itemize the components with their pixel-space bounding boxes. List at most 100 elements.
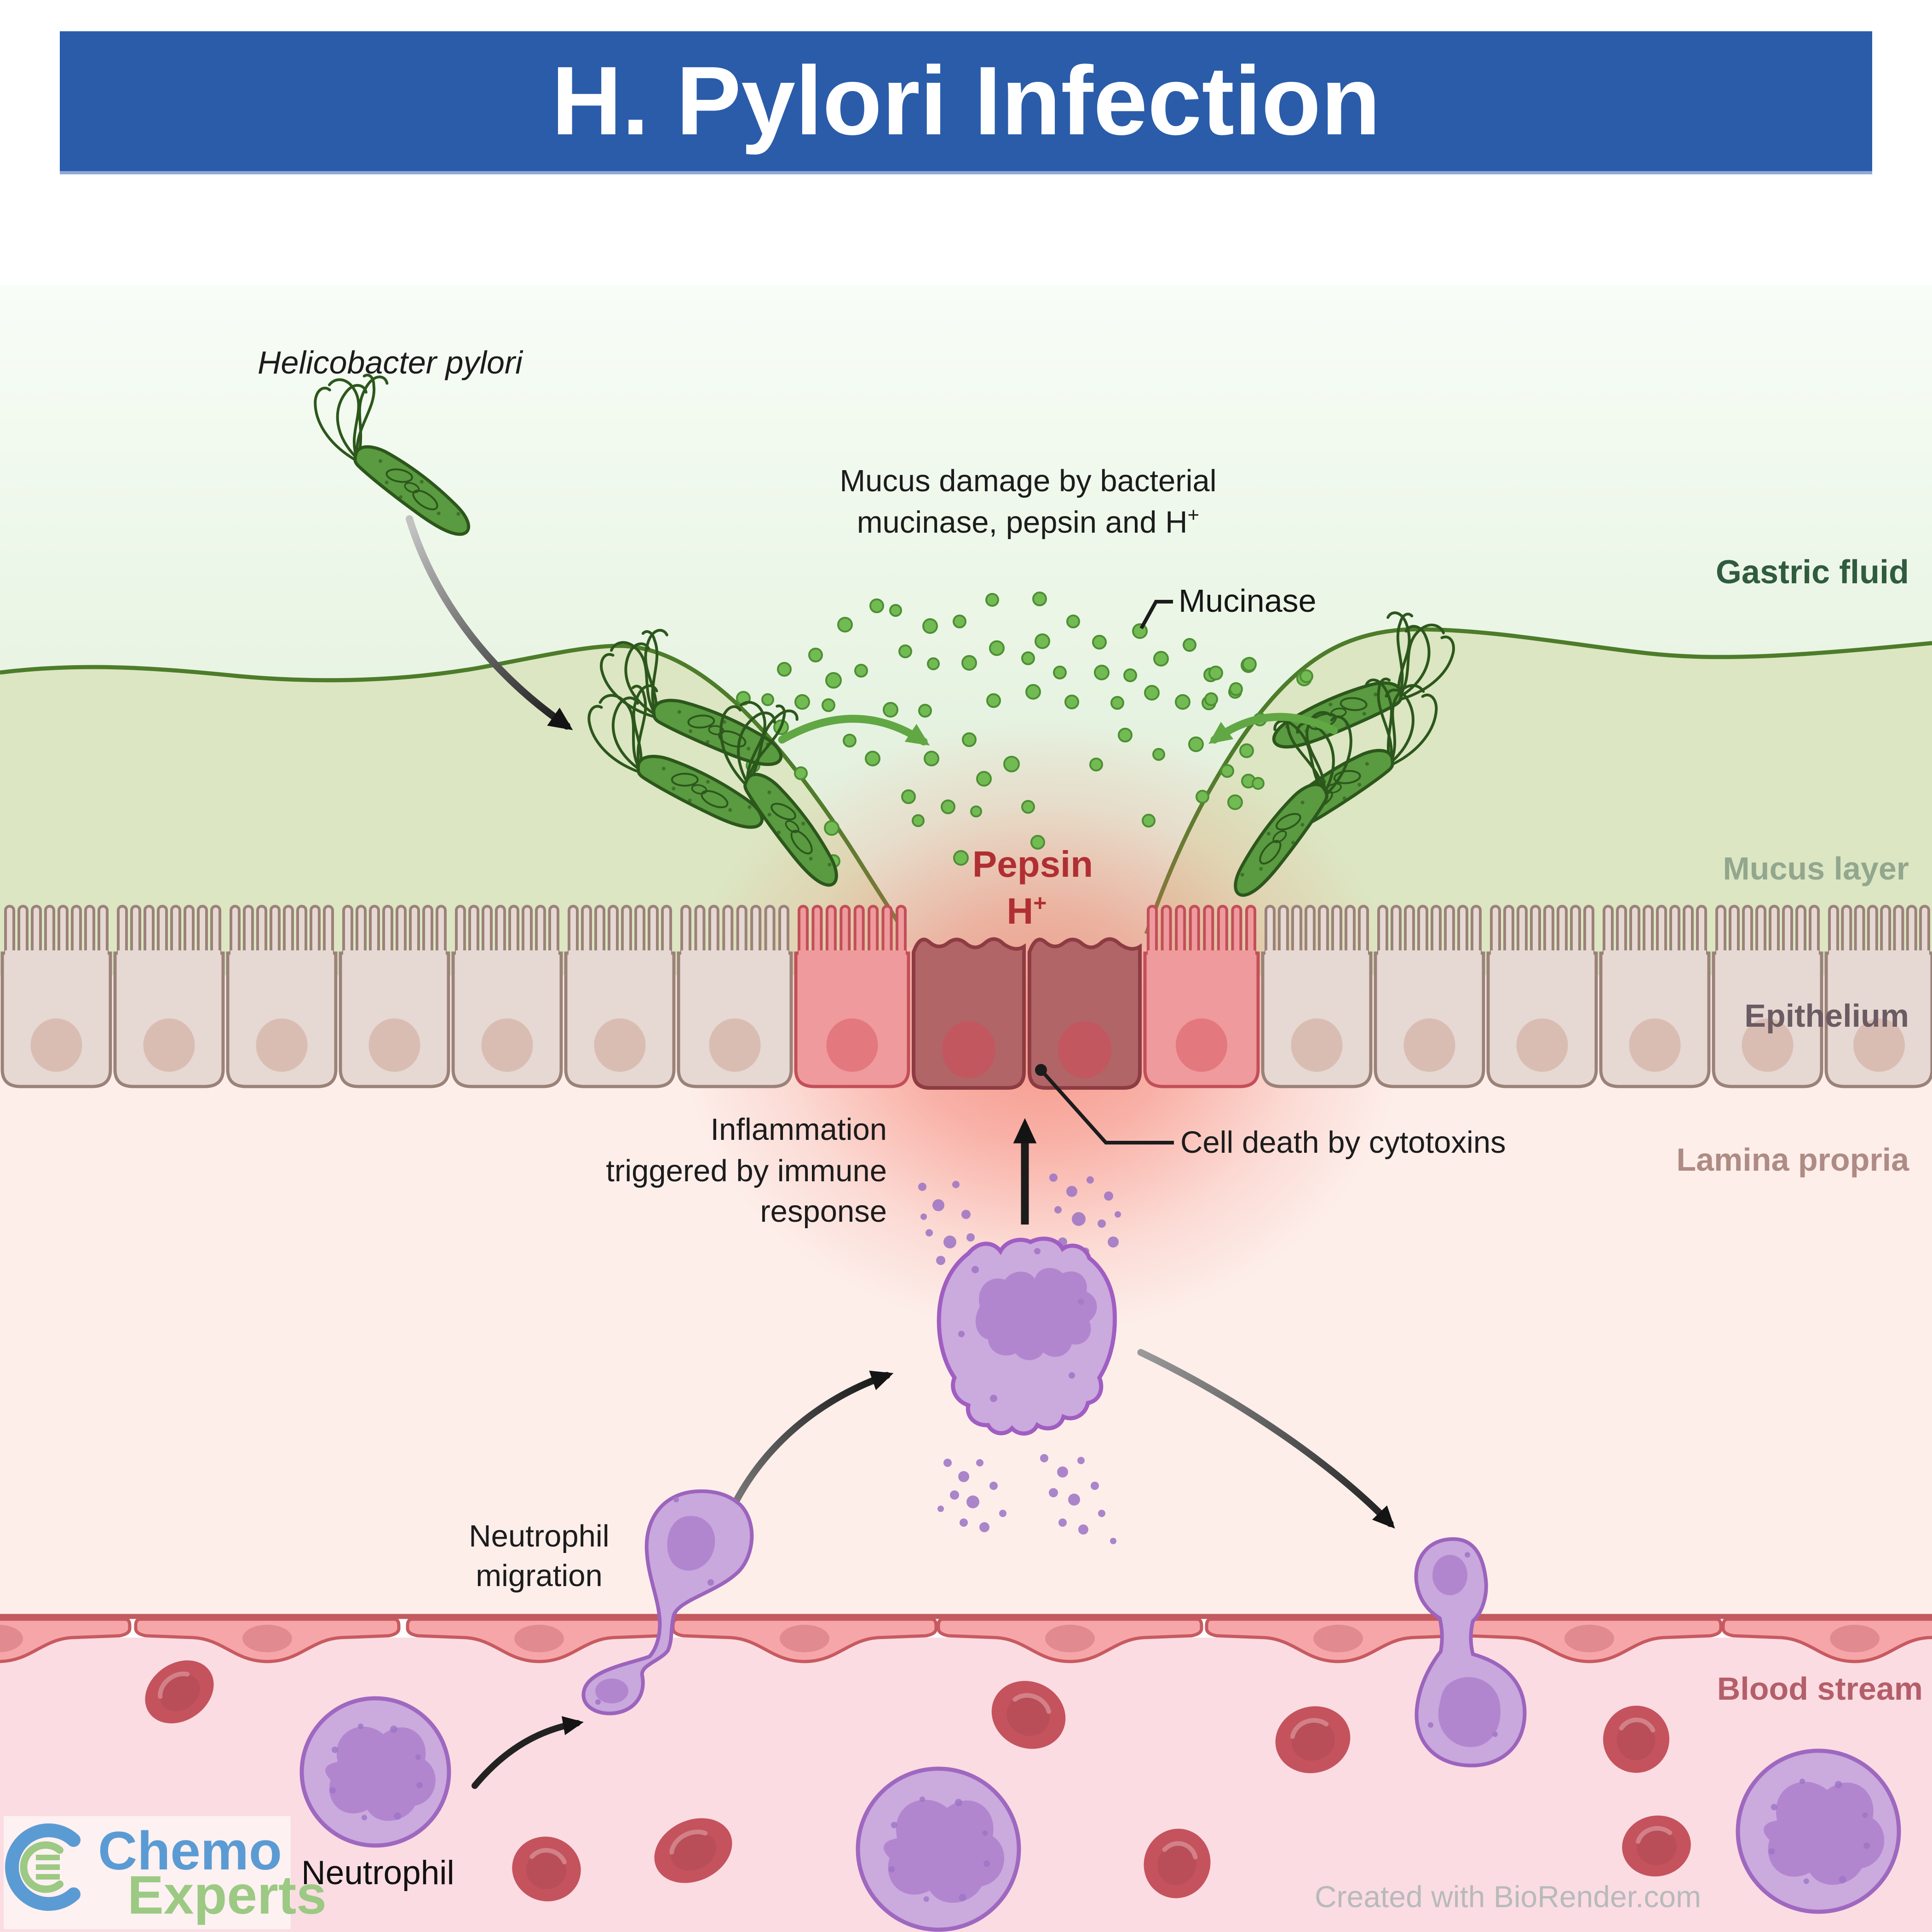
microvilli — [1795, 905, 1806, 957]
microvilli — [1331, 905, 1342, 957]
pepsin-label: Pepsin — [972, 844, 1093, 885]
mucinase-dot — [941, 799, 955, 814]
microvilli — [468, 905, 479, 957]
page-title: H. Pylori Infection — [552, 46, 1380, 155]
cytokine-speckle — [966, 1233, 975, 1242]
microvilli — [778, 905, 789, 957]
mucinase-spread-arrow-left — [778, 715, 930, 746]
microvilli — [811, 905, 823, 957]
epithelial-cell — [1486, 905, 1598, 1088]
microvilli — [1189, 905, 1200, 957]
microvilli — [1696, 905, 1707, 957]
mucinase-leader-line — [1139, 600, 1173, 629]
title-banner-underline — [60, 171, 1872, 174]
microvilli — [310, 905, 321, 957]
red-blood-cells-layer — [145, 1660, 1691, 1902]
cytokine-speckle — [943, 1459, 952, 1467]
microvilli — [1490, 905, 1501, 957]
microvilli — [840, 905, 851, 957]
microvilli — [44, 905, 55, 957]
endothelial-cell — [134, 1617, 401, 1663]
migrating-neutrophil-left — [581, 1489, 754, 1715]
microvilli — [1769, 905, 1780, 957]
microvilli — [117, 905, 128, 957]
microvilli — [736, 905, 748, 957]
mucinase-dots-layer — [736, 592, 1313, 868]
microvilli — [522, 905, 533, 957]
microvilli — [1543, 905, 1554, 957]
cytokine-speckle — [952, 1181, 960, 1188]
microvilli — [270, 905, 281, 957]
mucinase-dot — [1025, 684, 1041, 700]
microvilli — [1457, 905, 1468, 957]
microvilli — [1656, 905, 1667, 957]
microvilli — [1616, 905, 1627, 957]
microvilli — [568, 905, 579, 957]
mucinase-dot — [854, 664, 868, 678]
mucinase-dot — [922, 618, 938, 634]
microvilli — [409, 905, 420, 957]
red-blood-cell — [1275, 1706, 1351, 1773]
microvilli — [750, 905, 762, 957]
mucinase-dot — [1032, 592, 1047, 606]
cytokine-speckle — [920, 1213, 927, 1220]
microvilli — [323, 905, 334, 957]
microvilli — [1217, 905, 1228, 957]
dying-epithelial-cell — [1028, 937, 1142, 1090]
mucinase-dot — [1208, 666, 1223, 680]
microvilli — [1742, 905, 1753, 957]
cell-nucleus — [1403, 1018, 1455, 1072]
mucinase-dot — [1142, 814, 1156, 828]
microvilli — [1867, 905, 1878, 957]
mucinase-dot — [912, 814, 925, 827]
cell-nucleus — [256, 1018, 308, 1072]
red-blood-cell — [1622, 1815, 1691, 1877]
cell-nucleus — [594, 1018, 646, 1072]
microvilli — [1417, 905, 1428, 957]
mucinase-dot — [843, 734, 857, 748]
neutrophil-label: Neutrophil — [301, 1854, 454, 1892]
mucinase-dot — [1300, 669, 1313, 683]
mucinase-dot — [825, 672, 842, 689]
epithelium-label: Epithelium — [1744, 998, 1909, 1034]
mucinase-dot — [1035, 633, 1050, 649]
microvilli — [356, 905, 367, 957]
microvilli — [1530, 905, 1541, 957]
cytokine-speckle — [989, 1482, 998, 1490]
mucinase-dot — [1229, 682, 1243, 696]
mucinase-dot — [794, 766, 808, 780]
microvilli — [157, 905, 168, 957]
mucinase-dot — [1089, 758, 1103, 771]
h-pylori-bacterium — [1272, 611, 1455, 749]
microvilli — [1683, 905, 1694, 957]
epithelial-cell — [0, 905, 112, 1088]
microvilli — [422, 905, 433, 957]
mucinase-dot — [1110, 696, 1124, 710]
inflammation-label-line1: Inflammation — [710, 1112, 887, 1147]
cytokine-speckle — [1058, 1518, 1067, 1527]
mucinase-dot — [1066, 615, 1080, 628]
microvilli — [1841, 905, 1852, 957]
migrating-neutrophil-right — [1414, 1537, 1527, 1768]
microvilli — [896, 905, 907, 957]
neutrophil-nucleus — [884, 1800, 1005, 1903]
mucinase-dot — [1188, 736, 1204, 752]
endothelial-cell-nucleus — [1045, 1625, 1095, 1652]
cytokine-speckle — [1091, 1482, 1099, 1490]
microvilli — [1404, 905, 1415, 957]
mucinase-dot — [989, 640, 1005, 656]
mucinase-dot — [1021, 651, 1035, 665]
neutrophil-migration-label-line2: migration — [476, 1558, 603, 1593]
microvilli — [1755, 905, 1766, 957]
mucinase-dot — [898, 644, 912, 658]
dying-epithelial-cell — [912, 937, 1026, 1090]
cell-body — [912, 937, 1026, 1090]
cytokine-speckle — [918, 1183, 926, 1191]
mucinase-dot — [1242, 657, 1257, 672]
microvilli — [608, 905, 619, 957]
h-pylori-bacterium — [314, 374, 471, 536]
microvilli — [130, 905, 141, 957]
mucinase-dot — [1030, 835, 1045, 850]
microvilli — [495, 905, 506, 957]
microvilli — [1880, 905, 1892, 957]
